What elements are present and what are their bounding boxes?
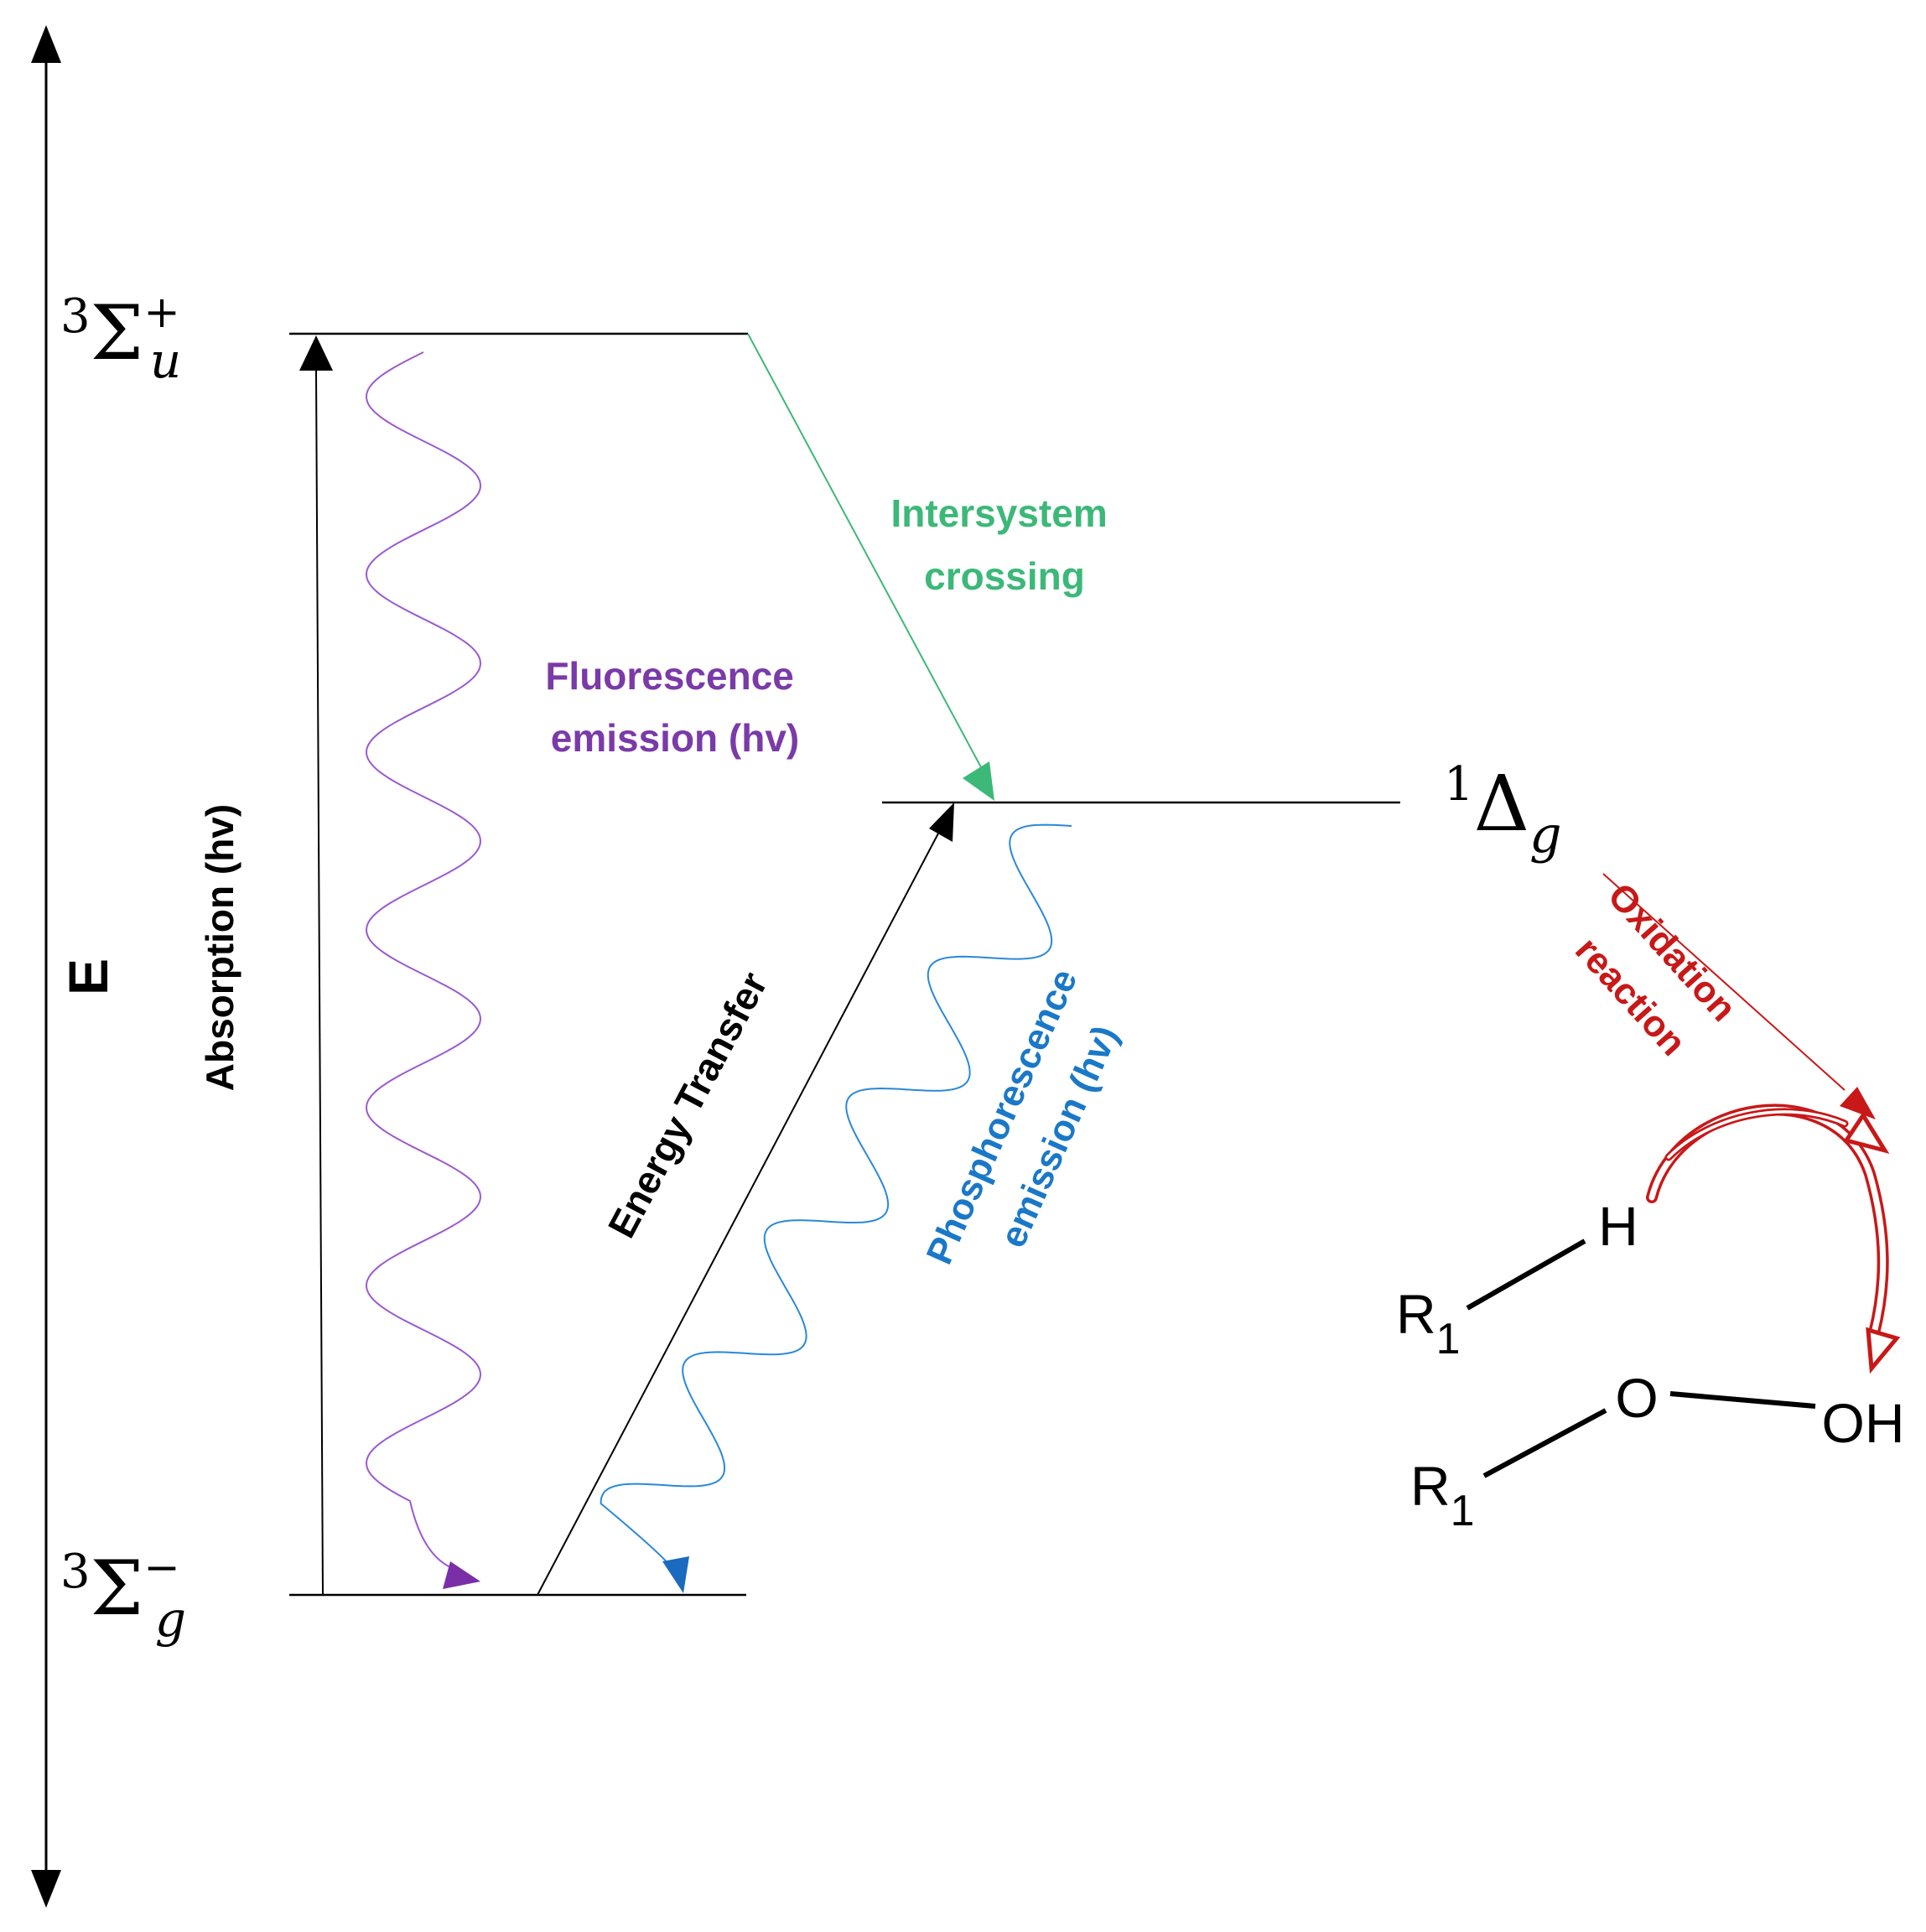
arrowhead-icon: [1866, 1327, 1901, 1374]
axis-arrow-up-icon: [31, 25, 61, 63]
arrowhead-icon: [299, 335, 333, 371]
arrowhead-icon: [662, 1556, 689, 1593]
intersystem-crossing-label: Intersystem crossing: [890, 491, 1118, 598]
arrowhead-icon: [443, 1561, 480, 1589]
arrowhead-icon: [929, 802, 954, 842]
oxidation-reaction-arrow: [1602, 873, 1876, 1119]
product-molecule: O OH R1: [1410, 1367, 1905, 1535]
absorption-arrow: [299, 335, 333, 1596]
oxygen-atom: O: [1615, 1367, 1658, 1429]
arrowhead-icon: [1842, 1111, 1890, 1154]
upper-triplet-label: 3Σ+u: [60, 288, 181, 389]
hydroxyl-group: OH: [1822, 1392, 1905, 1454]
fluorescence-label: Fluorescence emission (hv): [545, 654, 804, 760]
fluorescence-arrow: [365, 351, 482, 1589]
energy-axis-label: E: [57, 958, 119, 995]
r-group: R1: [1396, 1283, 1461, 1363]
absorption-label: Absorption (hv): [198, 804, 241, 1091]
hydrogen-atom: H: [1598, 1195, 1638, 1257]
intersystem-crossing-arrow: [747, 333, 994, 801]
oxidation-reaction-label: Oxidation reaction: [1555, 875, 1751, 1078]
singlet-delta-label: 1Δg: [1444, 757, 1562, 865]
axis-arrow-down-icon: [31, 1870, 61, 1908]
r-group: R1: [1410, 1455, 1475, 1535]
curved-reaction-arrow: [1646, 1104, 1901, 1374]
arrowhead-icon: [1840, 1087, 1876, 1119]
arrowhead-icon: [963, 761, 994, 801]
energy-axis: E: [31, 25, 119, 1908]
energy-transfer-arrow: [537, 802, 954, 1596]
ground-triplet-label: 3Σ−g: [60, 1543, 186, 1648]
energy-transfer-label: Energy Transfer: [600, 965, 776, 1245]
phosphorescence-label: Phosphorescence emission (hv): [919, 953, 1145, 1295]
reactant-molecule: H R1: [1396, 1195, 1638, 1363]
phosphorescence-arrow: [600, 823, 1072, 1593]
